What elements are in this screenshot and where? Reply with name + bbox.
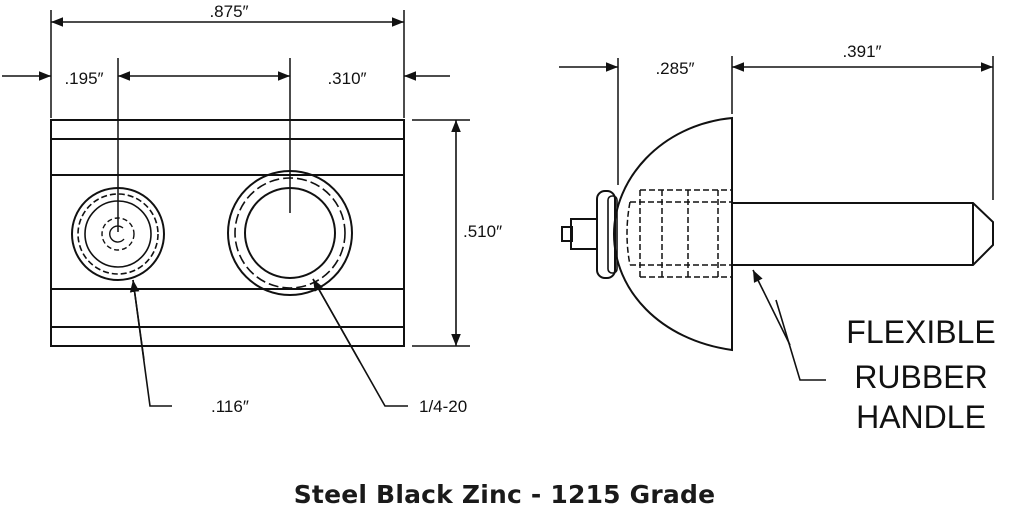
dim-height: .510″ <box>463 222 502 241</box>
end-pin <box>570 218 598 250</box>
dim-overall-width: .875″ <box>209 2 248 21</box>
dim-thread: 1/4-20 <box>419 397 467 416</box>
block-outline <box>50 119 405 347</box>
front-view: .875″ .195″ .310″ .510″ .116″ 1/4-20 <box>2 2 502 416</box>
end-cap <box>596 190 616 279</box>
callout-line-2: RUBBER <box>854 359 987 395</box>
dim-head-depth: .285″ <box>655 59 694 78</box>
threaded-stem <box>732 202 994 266</box>
threaded-insert-hidden <box>626 189 732 278</box>
dim-small-hole: .116″ <box>211 397 249 416</box>
dim-right-offset: .310″ <box>327 69 366 88</box>
side-view: .285″ .391″ FLEXIBLE RUBBER HANDLE <box>559 42 996 435</box>
dim-left-offset: .195″ <box>64 69 103 88</box>
dim-stem-length: .391″ <box>842 42 881 61</box>
caption: Steel Black Zinc - 1215 Grade <box>293 480 716 509</box>
callout-line-3: HANDLE <box>856 399 986 435</box>
callout-line-1: FLEXIBLE <box>846 314 995 350</box>
rubber-handle <box>612 116 733 352</box>
